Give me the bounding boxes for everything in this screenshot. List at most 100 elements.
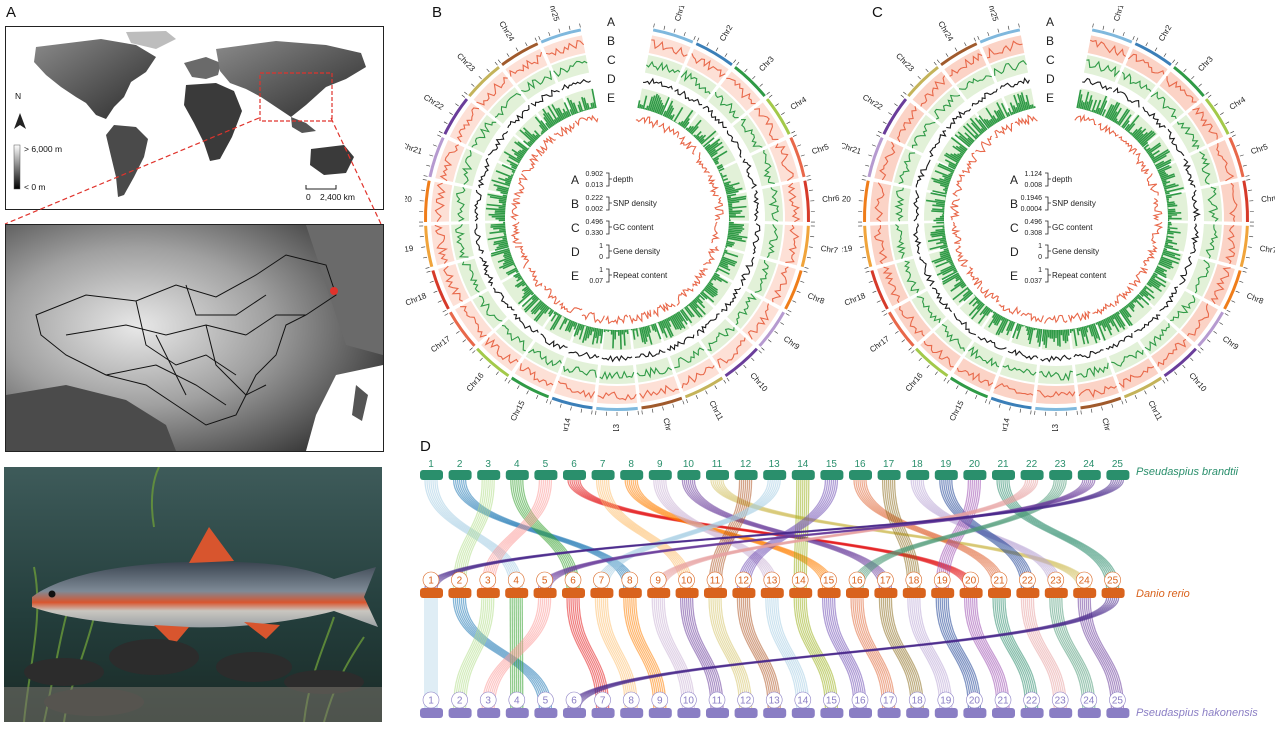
track-line bbox=[1111, 349, 1144, 367]
track-background bbox=[1035, 385, 1077, 404]
gene-density-bar bbox=[721, 256, 738, 264]
gene-density-bar bbox=[494, 210, 506, 213]
axis-tick bbox=[1231, 134, 1236, 137]
gene-density-bar bbox=[978, 119, 988, 131]
track-line bbox=[879, 141, 896, 181]
axis-tick bbox=[1239, 280, 1244, 283]
synteny-link bbox=[689, 597, 722, 709]
gene-density-bar bbox=[977, 307, 991, 324]
axis-tick bbox=[900, 94, 905, 98]
synteny-link bbox=[518, 479, 576, 589]
gene-density-bar bbox=[708, 281, 714, 286]
axis-tick bbox=[1122, 32, 1125, 37]
axis-tick bbox=[895, 330, 899, 334]
track-line bbox=[874, 182, 885, 223]
gene-density-bar bbox=[1079, 327, 1086, 345]
chromosome-block bbox=[1049, 708, 1073, 718]
legend-min: 0.330 bbox=[585, 230, 603, 237]
synteny-link bbox=[941, 479, 1025, 589]
chromosome-block bbox=[591, 708, 615, 718]
fish-illustration bbox=[4, 467, 382, 722]
track-line bbox=[557, 380, 596, 400]
track-line bbox=[1076, 362, 1109, 378]
chromosome-block bbox=[934, 470, 958, 480]
chromosome-number-mid: 11 bbox=[710, 576, 721, 587]
synteny-link bbox=[738, 597, 771, 709]
synteny-link bbox=[949, 479, 1033, 589]
gene-density-bar bbox=[548, 309, 555, 317]
synteny-link bbox=[607, 479, 694, 589]
gene-density-bar bbox=[1104, 104, 1113, 118]
axis-tick bbox=[787, 309, 792, 313]
chromosome-block bbox=[846, 588, 869, 598]
gene-density-bar bbox=[964, 132, 975, 143]
axis-tick bbox=[882, 121, 887, 125]
chromosome-block bbox=[420, 588, 443, 598]
chromosome-label: Chr9 bbox=[782, 334, 802, 352]
chromosome-number-bot: 25 bbox=[1112, 696, 1124, 707]
chromosome-arc bbox=[510, 376, 550, 399]
track-line bbox=[986, 40, 1023, 59]
axis-tick bbox=[724, 53, 728, 57]
axis-tick bbox=[1206, 339, 1211, 343]
gene-density-bar bbox=[1143, 286, 1147, 291]
gene-density-bar bbox=[970, 122, 983, 135]
gene-density-bar bbox=[586, 102, 590, 110]
track-background bbox=[1038, 365, 1074, 384]
gene-density-bar bbox=[925, 199, 946, 204]
axis-tick bbox=[806, 256, 811, 259]
chromosome-block bbox=[448, 470, 472, 480]
chromosome-number-bot: 9 bbox=[657, 696, 663, 707]
gene-density-bar bbox=[654, 97, 662, 113]
chromosome-block bbox=[648, 708, 672, 718]
gene-density-bar bbox=[1120, 308, 1133, 326]
gene-density-bar bbox=[937, 164, 954, 174]
chromosome-label: Chr4 bbox=[1228, 95, 1248, 112]
gene-density-bar bbox=[727, 233, 748, 239]
gene-density-bar bbox=[496, 244, 509, 249]
chromosome-number-top: 25 bbox=[1112, 459, 1124, 470]
track-line bbox=[934, 94, 961, 120]
gene-density-bar bbox=[996, 102, 1006, 119]
chromosome-label: Chr11 bbox=[1146, 399, 1164, 422]
chromosome-number-badge bbox=[706, 571, 724, 589]
gene-density-bar bbox=[990, 309, 994, 313]
synteny-link bbox=[522, 479, 580, 589]
synteny-link bbox=[742, 597, 775, 709]
chromosome-block bbox=[906, 470, 930, 480]
gene-density-bar bbox=[1006, 321, 1014, 336]
track-line bbox=[1191, 189, 1201, 222]
track-line bbox=[994, 382, 1034, 396]
synteny-link bbox=[951, 479, 1035, 589]
gene-density-bar bbox=[511, 165, 517, 170]
synteny-link bbox=[600, 597, 632, 709]
axis-tick bbox=[926, 364, 930, 369]
synteny-link bbox=[594, 597, 626, 709]
gene-density-bar bbox=[1164, 244, 1174, 248]
gene-density-bar bbox=[1167, 208, 1176, 211]
axis-tick bbox=[1172, 59, 1176, 64]
gene-density-bar bbox=[945, 152, 960, 163]
chromosome-block bbox=[1077, 708, 1101, 718]
synteny-link bbox=[799, 597, 833, 709]
gene-density-bar bbox=[710, 278, 714, 281]
gene-density-bar bbox=[690, 125, 699, 135]
gene-density-bar bbox=[1167, 202, 1176, 206]
gene-density-bar bbox=[971, 303, 985, 320]
axis-tick bbox=[663, 25, 666, 30]
axis-tick bbox=[998, 403, 1001, 408]
track-line bbox=[1142, 106, 1166, 128]
gene-density-bar bbox=[723, 249, 728, 253]
gene-density-bar bbox=[1045, 329, 1049, 349]
axis-tick bbox=[903, 91, 907, 95]
chromosome-number-mid: 23 bbox=[1050, 576, 1062, 587]
gene-density-bar bbox=[934, 170, 952, 179]
legend-min: 0.013 bbox=[585, 182, 603, 189]
track-line bbox=[1114, 286, 1134, 306]
axis-tick bbox=[894, 103, 898, 107]
chromosome-number-bot: 5 bbox=[543, 696, 549, 707]
axis-tick bbox=[715, 47, 719, 52]
track-line bbox=[553, 122, 575, 137]
synteny-link bbox=[485, 479, 545, 589]
axis-tick bbox=[429, 154, 434, 157]
